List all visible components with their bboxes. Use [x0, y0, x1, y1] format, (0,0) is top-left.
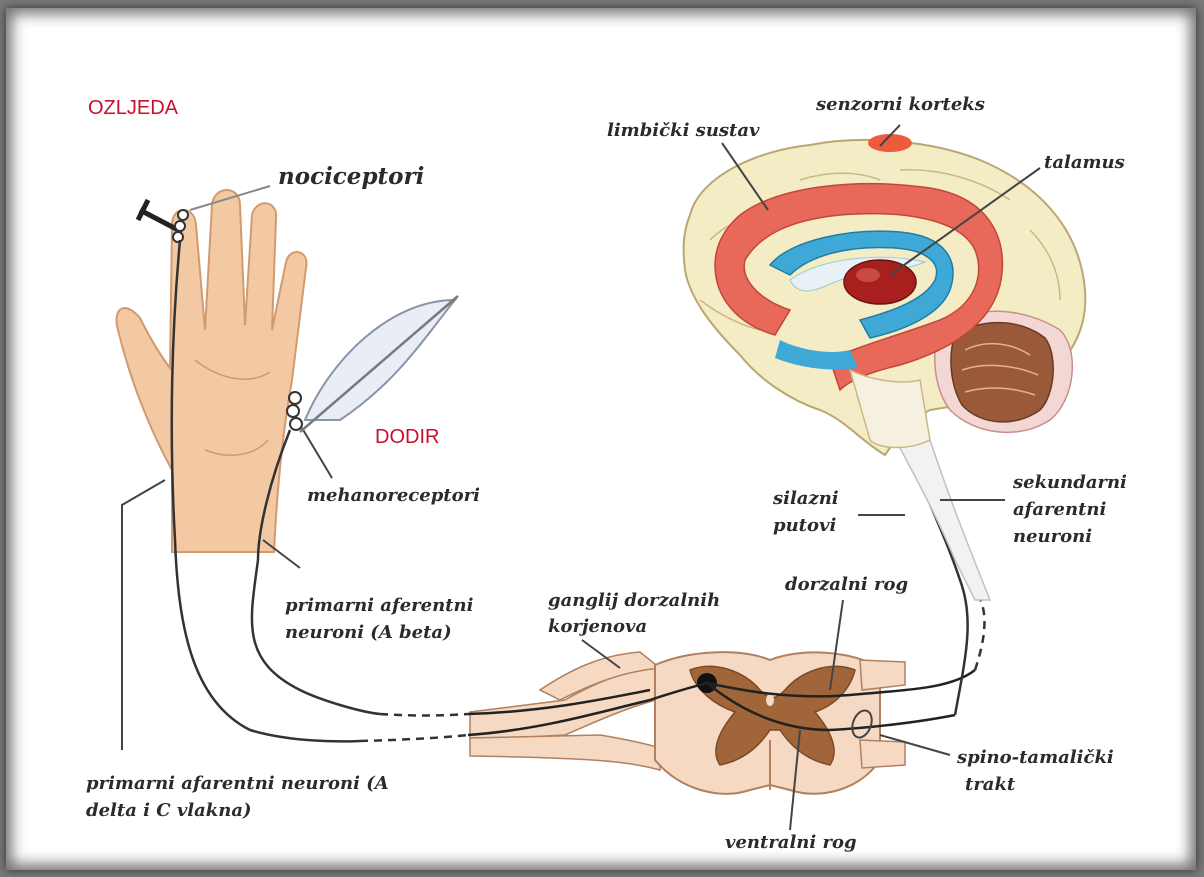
descending-pathways-line1: silazni: [773, 488, 839, 510]
primary-afferent-delta-line2: delta i C vlakna): [86, 800, 252, 822]
brain: [684, 134, 1086, 455]
limbic-system-label: limbički sustav: [607, 120, 759, 142]
secondary-afferent-line3: neuroni: [1013, 526, 1092, 548]
feather-icon: [300, 296, 458, 432]
dorsal-root-ganglion-line2: korjenova: [548, 616, 647, 638]
mechanoreceptors-label: mehanoreceptori: [307, 485, 480, 507]
thalamus-label: talamus: [1044, 152, 1125, 174]
thalamus: [844, 260, 916, 304]
afferent-fibers-dashed: [360, 714, 468, 741]
secondary-afferent-line2: afarentni: [1013, 499, 1106, 521]
dorsal-horn-label: dorzalni rog: [785, 574, 908, 596]
injury-label: OZLJEDA: [88, 97, 178, 120]
cerebellum: [951, 323, 1053, 422]
hand: [117, 190, 307, 552]
touch-label: DODIR: [375, 426, 439, 449]
primary-afferent-beta-line2: neuroni (A beta): [285, 622, 452, 644]
descending-pathways-line2: putovi: [773, 515, 836, 537]
secondary-afferent-line1: sekundarni: [1013, 472, 1127, 494]
beta-fiber-pointer: [263, 540, 300, 568]
nociceptors-label: nociceptori: [278, 166, 424, 188]
spinothalamic-tract-line2: trakt: [965, 774, 1015, 796]
spinothalamic-tract-line1: spino-tamalički: [957, 747, 1114, 769]
mechanoreceptor-endings: [287, 392, 302, 430]
delta-fiber-pointer: [122, 480, 165, 750]
primary-afferent-beta-line1: primarni aferentni: [285, 595, 473, 617]
mechanoreceptor-pointer: [302, 428, 332, 478]
ventral-horn-label: ventralni rog: [725, 832, 857, 854]
primary-afferent-delta-line1: primarni afarentni neuroni (A: [86, 773, 389, 795]
ascending-pathways-dashed: [975, 590, 984, 670]
sensory-cortex-label: senzorni korteks: [816, 94, 985, 116]
dorsal-root-ganglion-line1: ganglij dorzalnih: [548, 590, 720, 612]
